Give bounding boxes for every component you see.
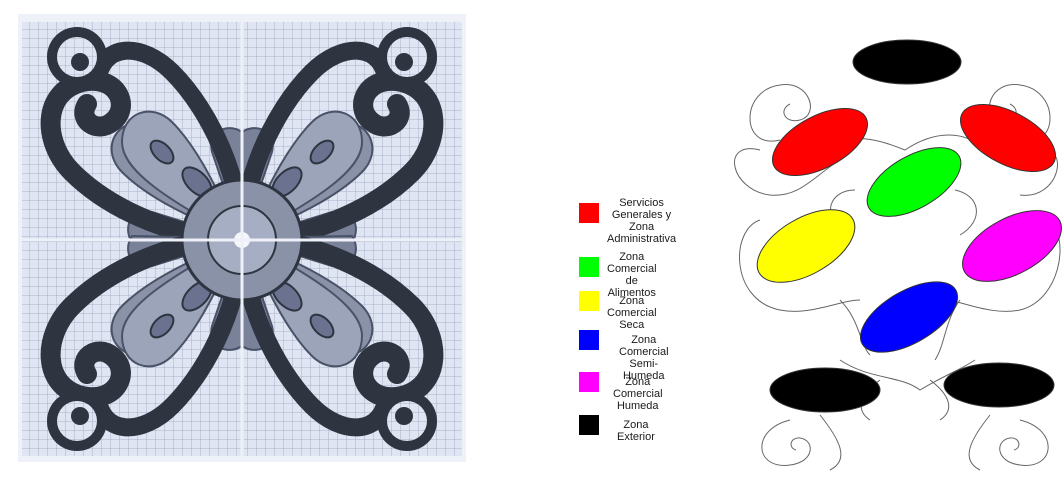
legend-label: Servicios Generales y Zona Administrativ… [607, 197, 677, 245]
legend-swatch-semi-wet [579, 330, 599, 350]
legend-swatch-exterior [579, 415, 599, 435]
legend-swatch-admin [579, 203, 599, 223]
zone-food [866, 147, 962, 217]
legend-swatch-food [579, 257, 599, 277]
zone-admin-right [959, 103, 1057, 173]
zone-exterior-bottom-right [943, 362, 1055, 408]
legend-label: Zona Comercial Seca [607, 295, 657, 331]
zone-semi-wet [859, 281, 959, 353]
zone-admin-left [771, 107, 869, 177]
decorative-tile-image [0, 0, 490, 477]
legend-label: Zona Comercial Humeda [613, 376, 663, 412]
zone-exterior-top [852, 39, 962, 85]
legend-label: Zona Comercial Semi-Humeda [619, 334, 669, 382]
legend-label: Zona Comercial de Alimentos [607, 251, 657, 299]
legend-label: Zona Exterior [617, 419, 655, 443]
legend-swatch-wet [579, 372, 599, 392]
zone-wet [962, 210, 1062, 282]
legend-swatch-dry [579, 291, 599, 311]
zone-ellipses [756, 39, 1062, 413]
zone-dry [756, 209, 856, 283]
zone-exterior-bottom-left [769, 367, 881, 413]
